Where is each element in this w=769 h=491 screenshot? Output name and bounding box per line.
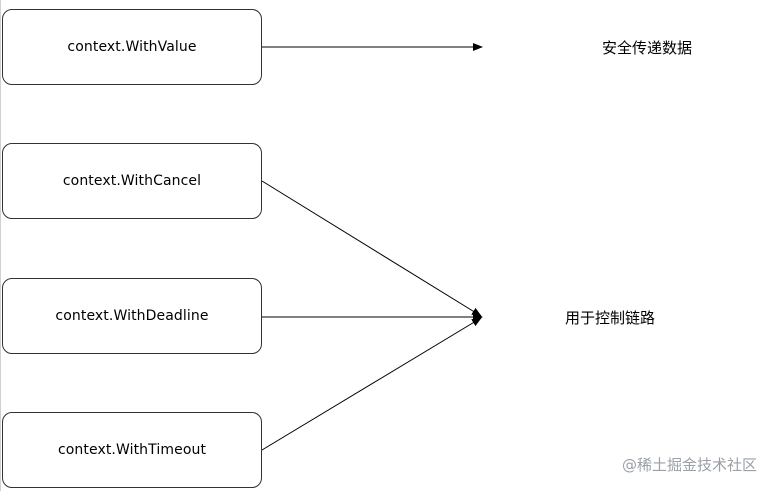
box-with-cancel: context.WithCancel bbox=[2, 143, 262, 219]
box-with-deadline: context.WithDeadline bbox=[2, 278, 262, 354]
arrow-withtimeout-to-control bbox=[261, 317, 482, 451]
box-with-value-label: context.WithValue bbox=[67, 39, 197, 55]
target-safe-data-label: 安全传递数据 bbox=[602, 39, 693, 57]
watermark-text: @稀土掘金技术社区 bbox=[621, 456, 757, 474]
box-with-cancel-label: context.WithCancel bbox=[62, 173, 202, 189]
box-with-value: context.WithValue bbox=[2, 9, 262, 85]
box-with-timeout: context.WithTimeout bbox=[2, 412, 262, 488]
box-with-timeout-label: context.WithTimeout bbox=[57, 442, 207, 458]
arrow-withcancel-to-control bbox=[261, 180, 482, 317]
box-with-deadline-label: context.WithDeadline bbox=[55, 308, 209, 324]
left-border bbox=[0, 0, 1, 491]
target-control-chain-label: 用于控制链路 bbox=[565, 309, 656, 327]
